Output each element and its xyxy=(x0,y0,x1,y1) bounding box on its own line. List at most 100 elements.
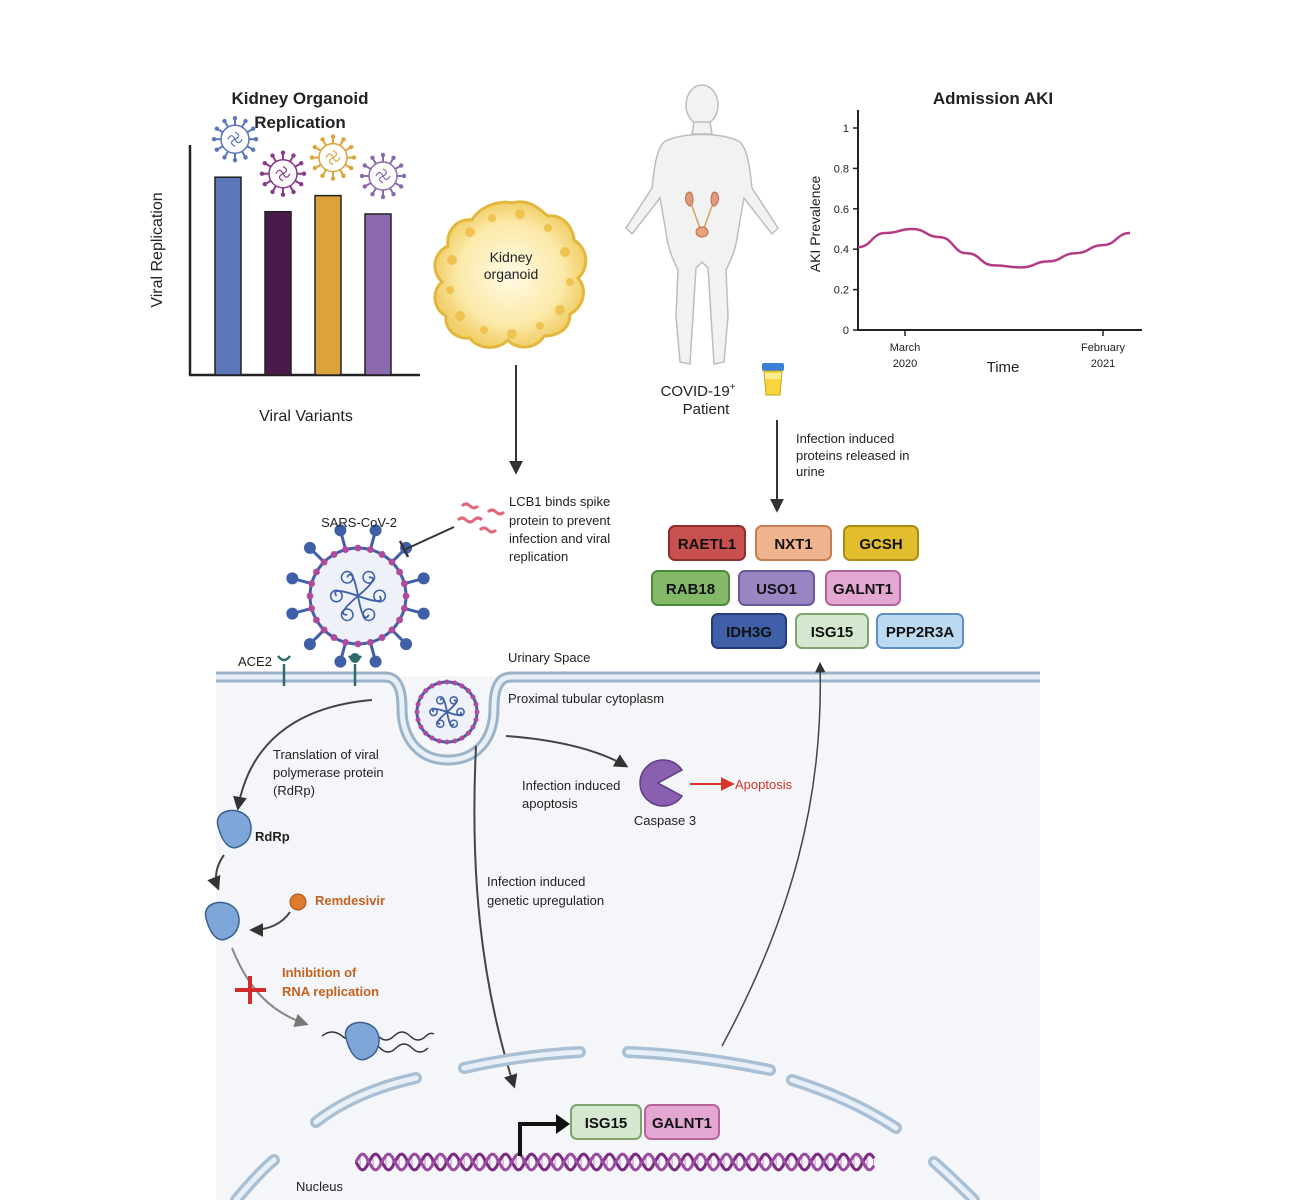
remdesivir-molecule-icon xyxy=(289,893,307,911)
lcb1-inhibit-bar xyxy=(398,540,410,558)
patient-label-1: COVID-19+ xyxy=(660,382,735,400)
line-chart-xlabel: Time xyxy=(987,359,1020,376)
protein-tag-rab18: RAB18 xyxy=(651,570,730,606)
protein-tag-gcsh: GCSH xyxy=(843,525,919,561)
rdrp-protein-icon xyxy=(216,809,252,849)
rdrp-label: RdRp xyxy=(255,829,290,844)
svg-text:GCSH: GCSH xyxy=(859,536,902,553)
bar-chart-xlabel: Viral Variants xyxy=(259,408,353,425)
y-tick-label-0: 0 xyxy=(843,325,849,337)
variant-virus-icon-3 xyxy=(309,134,357,181)
y-tick-label-5: 1 xyxy=(843,123,849,135)
svg-text:NXT1: NXT1 xyxy=(774,536,812,553)
bar-2 xyxy=(264,210,292,376)
urine-label-3: urine xyxy=(796,464,825,479)
y-tick-label-3: 0.6 xyxy=(834,204,849,216)
rdrp-remdesivir-bound-icon xyxy=(204,901,240,941)
y-tick-label-4: 0.8 xyxy=(834,163,849,175)
svg-text:ISG15: ISG15 xyxy=(811,624,854,641)
rdrp-down-arrow xyxy=(207,854,225,891)
nuclear-gene-tags: ISG15 GALNT1 xyxy=(570,1104,720,1140)
svg-text:GALNT1: GALNT1 xyxy=(652,1115,712,1132)
x-tick-1-line1: March xyxy=(890,342,921,354)
svg-text:PPP2R3A: PPP2R3A xyxy=(886,624,955,641)
protein-tag-nxt1: NXT1 xyxy=(755,525,832,561)
protein-tag-ppp2r3a: PPP2R3A xyxy=(876,613,964,649)
bar-4 xyxy=(364,213,392,376)
svg-text:USO1: USO1 xyxy=(756,581,797,598)
urine-label-2: proteins released in xyxy=(796,448,909,463)
lcb1-label-1: LCB1 binds spike xyxy=(509,494,610,509)
cytoplasm-label: Proximal tubular cytoplasm xyxy=(508,691,664,706)
upregulation-label-1: Infection induced xyxy=(487,874,585,889)
inhibition-cross-icon xyxy=(235,976,266,1004)
variant-virus-icons xyxy=(211,116,407,200)
patient-label-2: Patient xyxy=(683,401,731,418)
svg-text:IDH3G: IDH3G xyxy=(726,624,772,641)
inhibition-label-1: Inhibition of xyxy=(282,965,357,980)
bar-chart-title-1: Kidney Organoid xyxy=(232,89,369,108)
remdesivir-arrow xyxy=(249,911,291,937)
lcb1-label-3: infection and viral xyxy=(509,531,610,546)
urinary-space-label: Urinary Space xyxy=(508,650,590,665)
organoid-body xyxy=(433,200,588,349)
bar-3 xyxy=(314,194,342,376)
lcb1-label-2: protein to prevent xyxy=(509,513,611,528)
line-chart-ylabel: AKI Prevalence xyxy=(807,176,823,273)
bar-chart: Kidney Organoid Replication Viral Replic… xyxy=(149,89,420,425)
patient-figure: COVID-19+ Patient xyxy=(625,84,779,418)
line-chart-title: Admission AKI xyxy=(933,89,1053,108)
variant-virus-icon-1 xyxy=(211,116,259,163)
urine-label-1: Infection induced xyxy=(796,431,894,446)
organoid-label-2: organoid xyxy=(484,266,539,282)
bar-chart-ylabel: Viral Replication xyxy=(149,192,166,307)
nucleus-label: Nucleus xyxy=(296,1179,343,1194)
lcb1-inhibit-line xyxy=(405,526,455,550)
y-tick-label-1: 0.2 xyxy=(834,285,849,297)
protein-tag-isg15: ISG15 xyxy=(795,613,869,649)
lcb1-label-4: replication xyxy=(509,549,568,564)
apoptosis-infection-label-2: apoptosis xyxy=(522,796,578,811)
variant-virus-icon-2 xyxy=(259,150,307,197)
x-tick-2-line1: February xyxy=(1081,342,1126,354)
apoptosis-arrow xyxy=(505,735,629,768)
translation-label-2: polymerase protein xyxy=(273,765,384,780)
sars-cov-2-virus-icon xyxy=(286,524,430,668)
apoptosis-infection-label-1: Infection induced xyxy=(522,778,620,793)
bar-1 xyxy=(214,176,242,376)
line-chart: Admission AKI AKI Prevalence Time 0 0.2 0.… xyxy=(807,89,1142,376)
variant-virus-icon-4 xyxy=(359,152,407,200)
replication-arrow xyxy=(231,947,309,1028)
svg-text:RAB18: RAB18 xyxy=(666,581,715,598)
translation-label-3: (RdRp) xyxy=(273,783,315,798)
nuclear-envelope-inner xyxy=(233,1049,977,1200)
protein-tag-raetl1: RAETL1 xyxy=(668,525,746,561)
protein-release-arrow xyxy=(721,661,826,1047)
line-chart-x-ticks: March 2020 February 2021 xyxy=(890,330,1126,370)
inhibition-label-2: RNA replication xyxy=(282,984,379,999)
y-tick-label-2: 0.4 xyxy=(834,244,849,256)
protein-tag-idh3g: IDH3G xyxy=(711,613,787,649)
ace2-bound-spike xyxy=(350,653,360,663)
nuclear-gene-tag-isg15: ISG15 xyxy=(570,1104,642,1140)
kidney-organoid: Kidney organoid xyxy=(433,200,588,349)
svg-text:RAETL1: RAETL1 xyxy=(678,536,736,553)
organoid-cells xyxy=(446,209,574,339)
organoid-label-1: Kidney xyxy=(490,249,533,265)
bar-chart-title-2: Replication xyxy=(254,113,346,132)
caspase-3-icon xyxy=(639,759,684,807)
svg-text:ISG15: ISG15 xyxy=(585,1115,628,1132)
dna-helix-icon xyxy=(354,1152,876,1172)
svg-text:GALNT1: GALNT1 xyxy=(833,581,893,598)
translation-arrow xyxy=(233,699,373,811)
ace2-label: ACE2 xyxy=(238,654,272,669)
upregulation-arrow xyxy=(473,745,518,1089)
internalized-virus-icon xyxy=(414,679,480,745)
caspase-label: Caspase 3 xyxy=(634,813,696,828)
aki-prevalence-line xyxy=(857,227,1131,269)
upregulation-label-2: genetic upregulation xyxy=(487,893,604,908)
virus-label: SARS-CoV-2 xyxy=(321,515,397,530)
